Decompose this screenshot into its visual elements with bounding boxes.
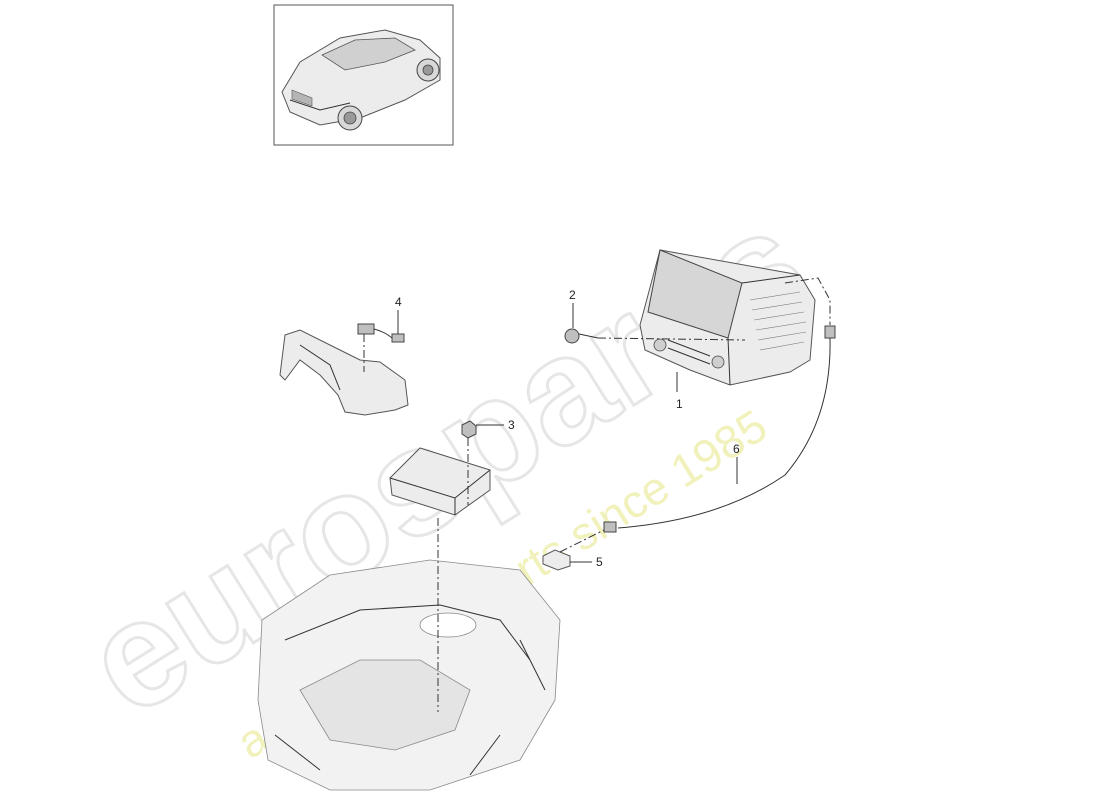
- callout-6[interactable]: 6: [733, 442, 740, 484]
- callout-number-4: 4: [395, 295, 402, 309]
- callout-2[interactable]: 2: [569, 288, 576, 328]
- callout-number-5: 5: [596, 555, 603, 569]
- callout-number-2: 2: [569, 288, 576, 302]
- callout-1[interactable]: 1: [676, 372, 683, 411]
- cable[interactable]: [603, 277, 836, 533]
- trim-cover[interactable]: [279, 329, 409, 416]
- car-thumbnail[interactable]: [273, 4, 454, 146]
- control-unit[interactable]: [389, 438, 491, 712]
- connector-bracket[interactable]: [542, 529, 605, 571]
- radio-head-unit[interactable]: [639, 249, 816, 386]
- callout-number-1: 1: [676, 397, 683, 411]
- callout-4[interactable]: 4: [395, 295, 402, 334]
- callout-number-3: 3: [508, 418, 515, 432]
- callout-5[interactable]: 5: [570, 555, 603, 569]
- vehicle-floor: [257, 559, 561, 791]
- nut[interactable]: [461, 420, 477, 439]
- screw[interactable]: [564, 328, 746, 344]
- callout-number-6: 6: [733, 442, 740, 456]
- callout-3[interactable]: 3: [476, 418, 515, 432]
- car-thumbnail-icon: [281, 29, 441, 131]
- connector-harness[interactable]: [357, 323, 405, 372]
